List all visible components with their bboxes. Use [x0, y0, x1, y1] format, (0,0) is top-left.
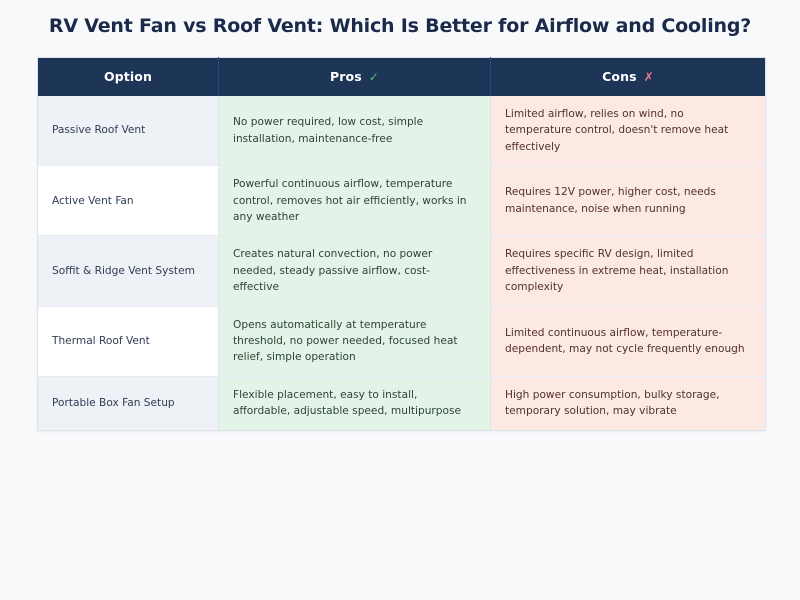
column-header-cons-label: Cons [602, 69, 637, 84]
cell-pros: Creates natural convection, no power nee… [218, 235, 491, 307]
comparison-table: Option Pros ✓ Cons ✗ Passive Roof Ve [37, 57, 766, 431]
cell-pros: Flexible placement, easy to install, aff… [218, 376, 491, 431]
cell-cons: High power consumption, bulky storage, t… [490, 376, 766, 431]
cell-option: Soffit & Ridge Vent System [37, 235, 219, 307]
cell-option: Thermal Roof Vent [37, 306, 219, 377]
cell-cons: Limited continuous airflow, temperature-… [490, 306, 766, 377]
cell-cons: Limited airflow, relies on wind, no temp… [490, 96, 766, 167]
cell-option: Passive Roof Vent [37, 96, 219, 167]
column-header-option[interactable]: Option [37, 57, 219, 96]
table-header: Option Pros ✓ Cons ✗ [37, 57, 766, 96]
cell-option: Active Vent Fan [37, 165, 219, 237]
cell-cons: Requires specific RV design, limited eff… [490, 235, 766, 307]
column-header-option-label: Option [104, 69, 152, 84]
cell-option: Portable Box Fan Setup [37, 376, 219, 431]
table-header-row: Option Pros ✓ Cons ✗ [37, 57, 766, 96]
column-header-cons[interactable]: Cons ✗ [490, 57, 766, 96]
check-icon: ✓ [368, 69, 379, 84]
cross-icon: ✗ [643, 69, 654, 84]
comparison-table-container: Option Pros ✓ Cons ✗ Passive Roof Ve [37, 57, 766, 431]
column-header-pros[interactable]: Pros ✓ [218, 57, 491, 96]
page-title: RV Vent Fan vs Roof Vent: Which Is Bette… [48, 15, 752, 37]
cell-pros: Opens automatically at temperature thres… [218, 306, 491, 377]
cell-pros: No power required, low cost, simple inst… [218, 96, 491, 167]
cell-pros: Powerful continuous airflow, temperature… [218, 165, 491, 237]
column-header-pros-label: Pros [330, 69, 362, 84]
cell-cons: Requires 12V power, higher cost, needs m… [490, 165, 766, 237]
